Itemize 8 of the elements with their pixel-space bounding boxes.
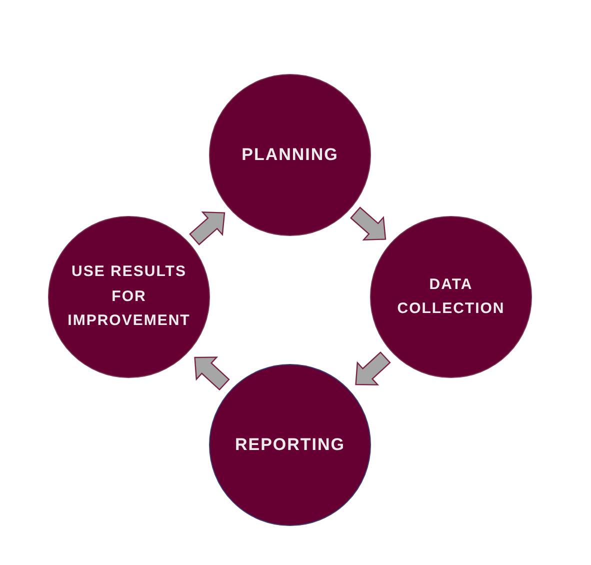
block-arrow	[350, 206, 386, 241]
block-arrow	[355, 351, 391, 386]
step-label: PLANNING	[242, 144, 338, 166]
step-label: REPORTING	[234, 434, 346, 456]
block-arrow	[194, 356, 230, 391]
step-label: USE RESULTS FOR IMPROVEMENT	[66, 262, 192, 332]
step-label: DATA COLLECTION	[396, 275, 506, 319]
block-arrow	[189, 211, 226, 246]
